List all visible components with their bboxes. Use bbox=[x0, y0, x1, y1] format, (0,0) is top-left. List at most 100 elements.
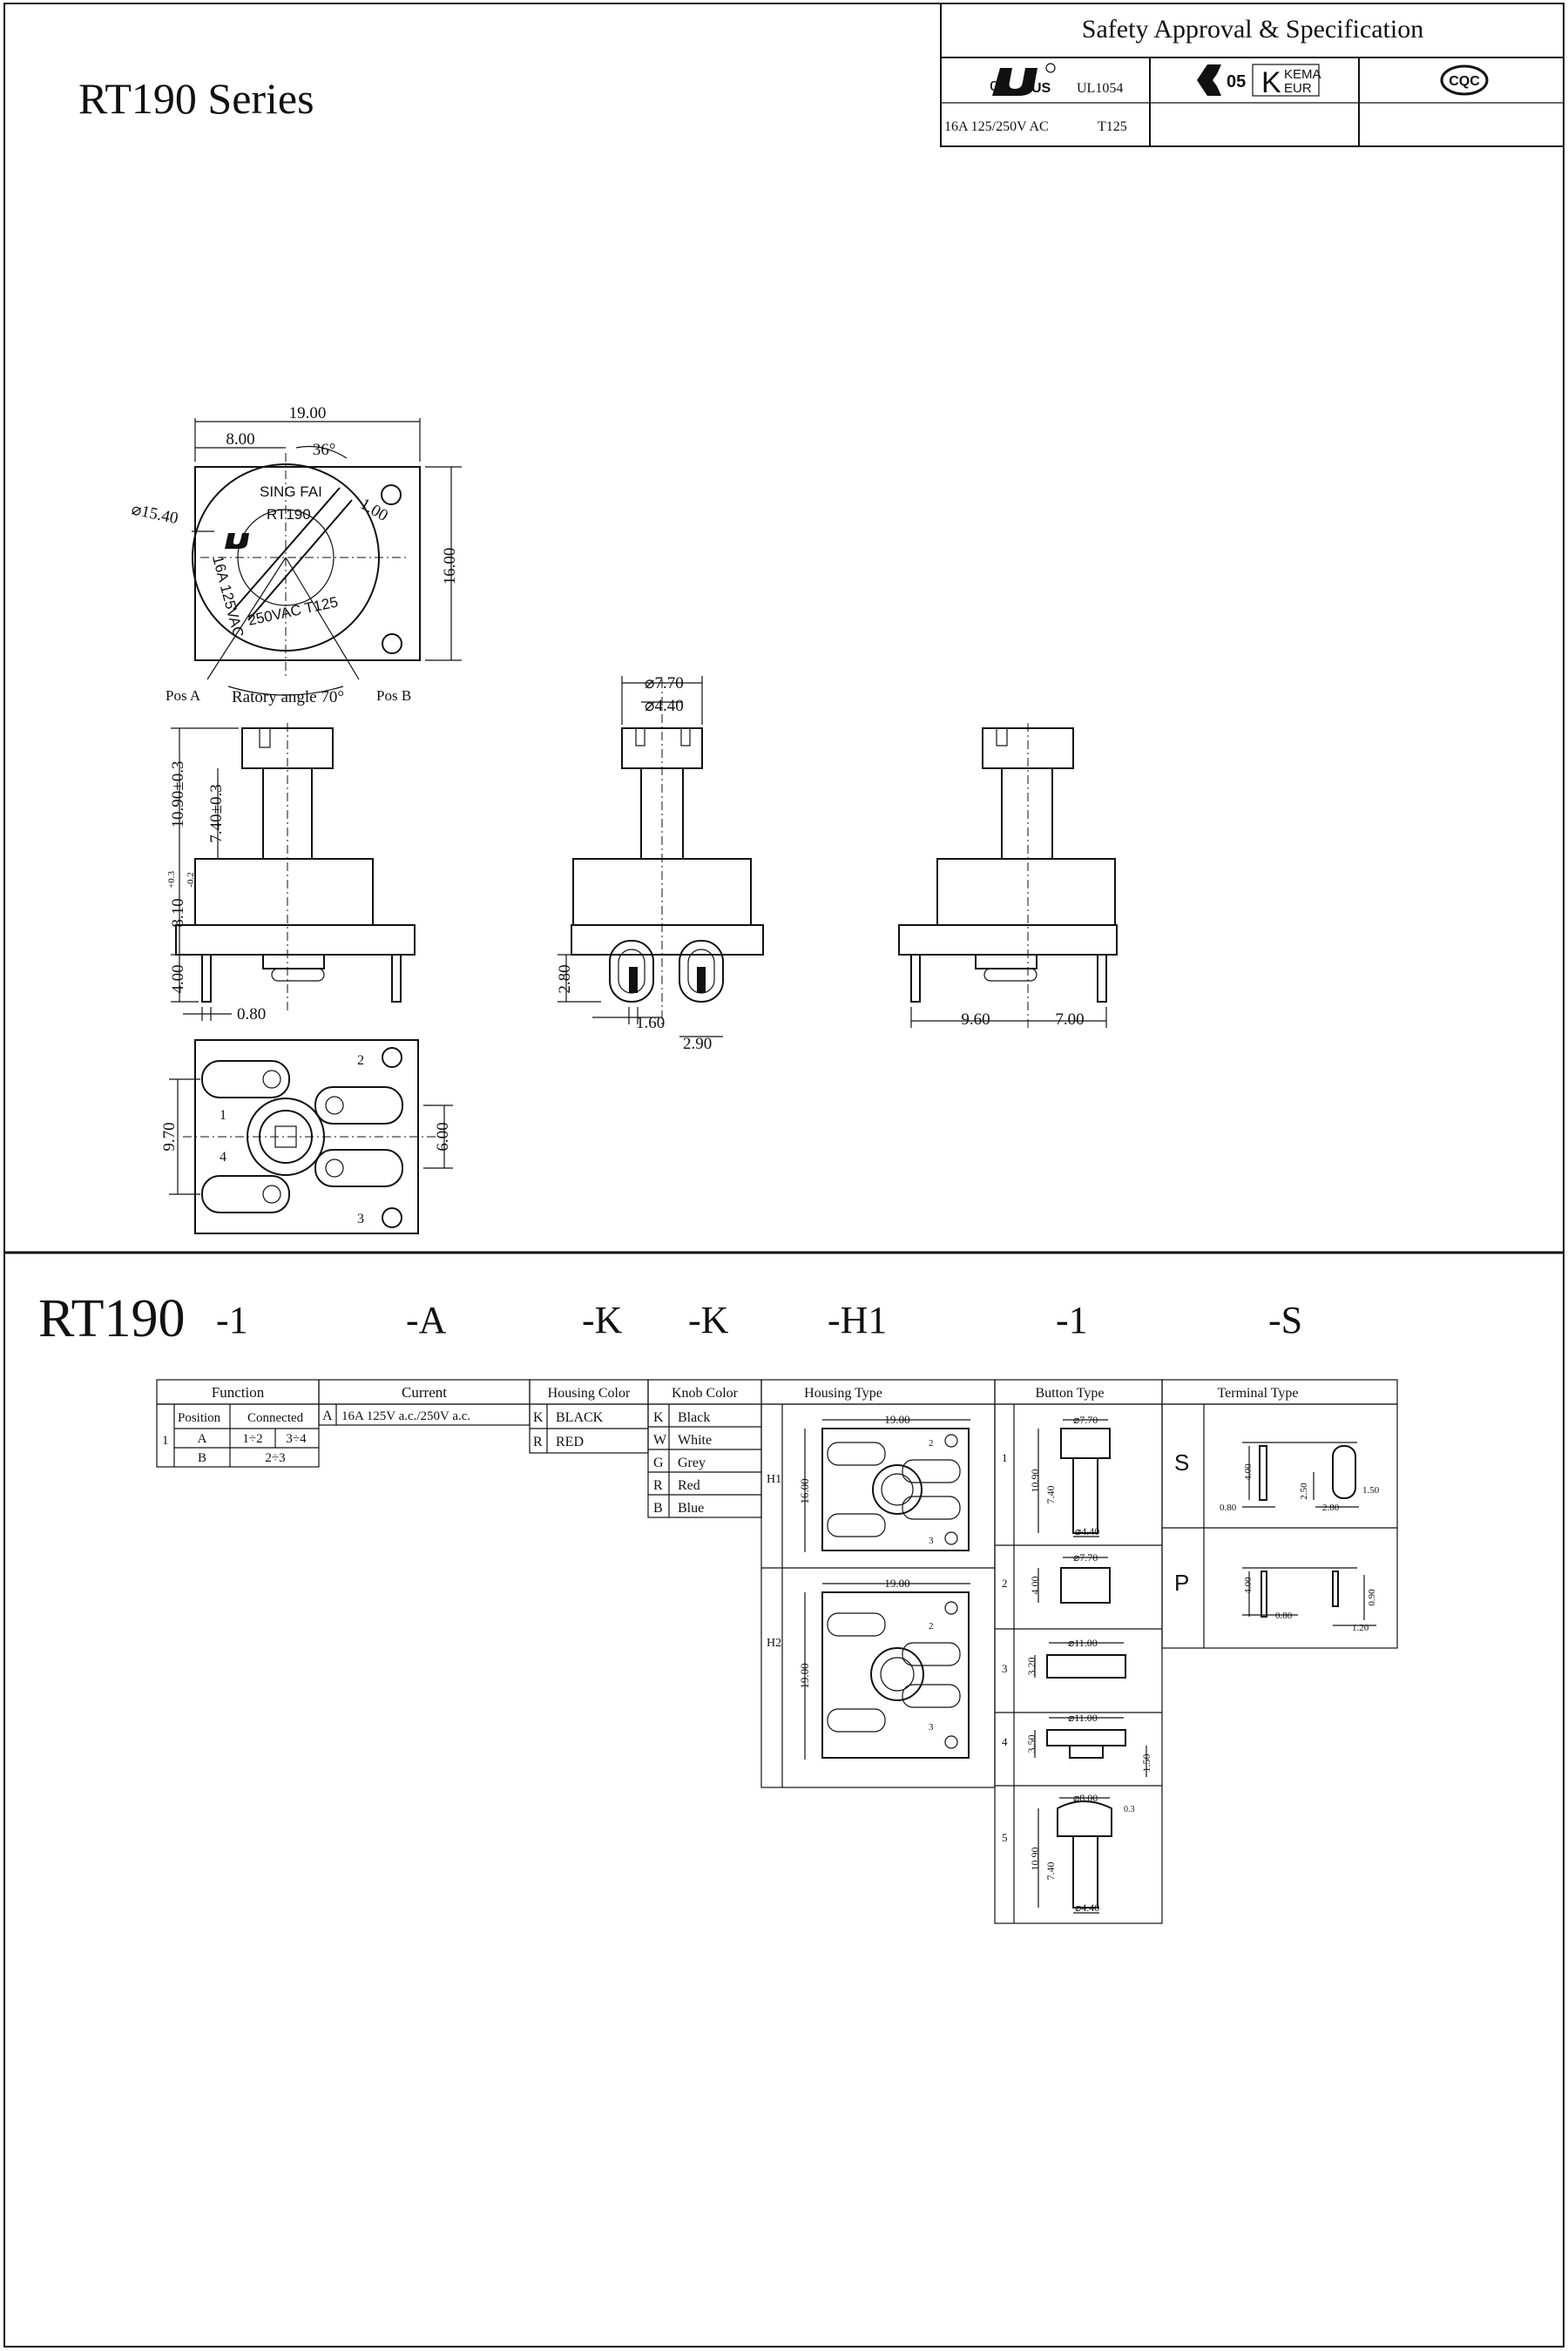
function-row-a-c2: 3÷4 bbox=[286, 1432, 307, 1446]
terminal-1-label: 1 bbox=[220, 1108, 226, 1123]
housing-color-table: Housing Color K BLACK R RED bbox=[529, 1379, 649, 1454]
terminal-p-drawing: 4.00 0.80 0.90 1.20 bbox=[1242, 1567, 1377, 1633]
current-value: 16A 125V a.c./250V a.c. bbox=[341, 1409, 470, 1423]
knob-r-code: R bbox=[653, 1478, 663, 1493]
svg-text:KEMA: KEMA bbox=[1284, 67, 1321, 82]
svg-text:1.20: 1.20 bbox=[1352, 1623, 1369, 1633]
button-2-drawing: ⌀7.70 4.00 bbox=[1029, 1551, 1111, 1604]
button-2-code: 2 bbox=[1002, 1577, 1008, 1590]
knob-w-name: White bbox=[678, 1433, 712, 1448]
terminal-type-header: Terminal Type bbox=[1218, 1386, 1299, 1401]
terminal-s-drawing: 4.00 0.80 2.50 2.80 1.50 bbox=[1220, 1442, 1380, 1513]
svg-text:⌀4.40: ⌀4.40 bbox=[1075, 1525, 1099, 1537]
svg-text:4.00: 4.00 bbox=[1243, 1577, 1254, 1594]
current-table: Current A 16A 125V a.c./250V a.c. bbox=[318, 1379, 531, 1426]
knob-r-name: Red bbox=[678, 1478, 700, 1493]
housing-h1-drawing: 19.00 16.00 2 3 bbox=[798, 1413, 970, 1552]
housing-color-r-code: R bbox=[533, 1435, 543, 1449]
back-view: 9.60 7.00 bbox=[898, 723, 1118, 1029]
svg-text:1.50: 1.50 bbox=[1140, 1754, 1152, 1773]
svg-text:c: c bbox=[990, 76, 998, 95]
code-button-type: -1 bbox=[1056, 1299, 1088, 1341]
dim-back-w2: 7.00 bbox=[1055, 1010, 1084, 1029]
button-3-code: 3 bbox=[1002, 1662, 1008, 1675]
series-title: RT190 Series bbox=[78, 74, 314, 123]
svg-text:⌀4.40: ⌀4.40 bbox=[1075, 1902, 1099, 1914]
terminal-3-label: 3 bbox=[357, 1212, 364, 1226]
button-5-code: 5 bbox=[1002, 1831, 1008, 1844]
button-3-drawing: ⌀11.00 3.20 bbox=[1025, 1637, 1126, 1679]
button-4-code: 4 bbox=[1002, 1735, 1008, 1748]
housing-h2-width: 19.00 bbox=[884, 1577, 909, 1590]
function-col-position: Position bbox=[178, 1411, 221, 1425]
housing-h2-height: 19.00 bbox=[798, 1663, 811, 1688]
h1-term-3: 3 bbox=[929, 1536, 934, 1546]
svg-text:10.90: 10.90 bbox=[1029, 1848, 1041, 1871]
svg-text:2.80: 2.80 bbox=[1322, 1503, 1340, 1513]
dim-bottom-w: 6.00 bbox=[434, 1122, 452, 1151]
rating-text: 16A 125/250V AC bbox=[944, 119, 1049, 134]
side-view: ⌀7.70 ⌀4.40 2.80 1.60 2.90 bbox=[556, 674, 764, 1053]
svg-text:CQC: CQC bbox=[1449, 74, 1480, 89]
top-view: SING FAI RT190 16A 125VAC 250VAC T125 19… bbox=[130, 404, 462, 706]
button-5-drawing: ⌀8.00 0.3 10.90 7.40 ⌀4.40 bbox=[1029, 1792, 1135, 1914]
button-type-table: Button Type 1 2 3 4 5 ⌀7.70 10.90 7.40 ⌀… bbox=[994, 1379, 1163, 1924]
function-code: 1 bbox=[162, 1434, 169, 1448]
function-row-b-pos: B bbox=[198, 1451, 206, 1465]
current-code: A bbox=[322, 1409, 333, 1423]
function-col-connected: Connected bbox=[247, 1411, 304, 1425]
ul-standard: UL1054 bbox=[1077, 81, 1123, 96]
svg-text:⌀7.70: ⌀7.70 bbox=[1073, 1551, 1098, 1564]
pos-a-label: Pos A bbox=[166, 687, 201, 704]
knob-b-name: Blue bbox=[678, 1501, 704, 1516]
ul-mark-icon: c US bbox=[990, 63, 1056, 96]
kema-k: K bbox=[1261, 66, 1281, 99]
face-brand: SING FAI bbox=[260, 483, 322, 500]
sheet-border bbox=[3, 3, 1565, 2348]
housing-h1-code: H1 bbox=[767, 1473, 781, 1486]
knob-g-code: G bbox=[653, 1456, 664, 1470]
dim-side-h: 2.80 bbox=[556, 964, 574, 993]
approval-heading: Safety Approval & Specification bbox=[1082, 15, 1423, 44]
svg-text:⌀11.00: ⌀11.00 bbox=[1068, 1637, 1098, 1649]
terminal-p-code: P bbox=[1174, 1570, 1189, 1596]
ul-face-icon bbox=[225, 533, 249, 549]
knob-k-code: K bbox=[653, 1410, 664, 1425]
dim-back-w1: 9.60 bbox=[961, 1010, 990, 1029]
rotary-angle-label: Ratory angle 70° bbox=[232, 688, 344, 706]
housing-color-header: Housing Color bbox=[548, 1386, 631, 1401]
function-row-a-pos: A bbox=[198, 1432, 207, 1446]
dim-side-w2: 2.90 bbox=[683, 1035, 712, 1053]
function-row-b-c1: 2÷3 bbox=[265, 1451, 285, 1465]
function-row-a-c1: 1÷2 bbox=[242, 1432, 262, 1446]
dim-front-h3: 8.10 bbox=[169, 898, 187, 927]
svg-text:3.20: 3.20 bbox=[1025, 1658, 1037, 1676]
approval-block: Safety Approval & Specification c US UL1… bbox=[940, 3, 1565, 147]
svg-text:0.80: 0.80 bbox=[1220, 1503, 1237, 1513]
code-housing-color: -K bbox=[582, 1299, 623, 1341]
dim-side-w1: 1.60 bbox=[636, 1014, 665, 1032]
ordering-model: RT190 bbox=[38, 1289, 186, 1348]
terminal-s-code: S bbox=[1174, 1449, 1189, 1476]
h1-term-2: 2 bbox=[929, 1438, 934, 1449]
housing-h1-width: 19.00 bbox=[884, 1413, 909, 1426]
function-table: Function 1 Position Connected A 1÷2 3÷4 … bbox=[156, 1379, 320, 1468]
dim-front-h3-tol-bot: -0.2 bbox=[186, 872, 196, 887]
housing-type-header: Housing Type bbox=[804, 1386, 882, 1401]
bottom-view: 1 2 3 4 9.70 6.00 bbox=[160, 1039, 453, 1234]
dim-top-angle: 36° bbox=[313, 441, 336, 459]
h2-term-3: 3 bbox=[929, 1722, 934, 1733]
front-view: 10.90±0.3 7.40±0.3 8.10 +0.3 -0.2 4.00 0… bbox=[166, 723, 416, 1023]
housing-color-k-name: BLACK bbox=[556, 1410, 604, 1425]
svg-text:7.40: 7.40 bbox=[1044, 1486, 1057, 1504]
svg-text:0.90: 0.90 bbox=[1367, 1589, 1377, 1606]
housing-type-table: Housing Type H1 H2 19.00 16.00 2 3 19. bbox=[760, 1379, 996, 1788]
function-header: Function bbox=[212, 1384, 265, 1401]
code-function: -1 bbox=[216, 1299, 248, 1341]
svg-text:⌀11.00: ⌀11.00 bbox=[1068, 1712, 1098, 1724]
button-1-code: 1 bbox=[1002, 1451, 1008, 1464]
knob-k-name: Black bbox=[678, 1410, 710, 1425]
enec-mark-icon: 05 bbox=[1197, 64, 1246, 96]
housing-h1-height: 16.00 bbox=[798, 1478, 811, 1503]
knob-b-code: B bbox=[653, 1501, 663, 1516]
